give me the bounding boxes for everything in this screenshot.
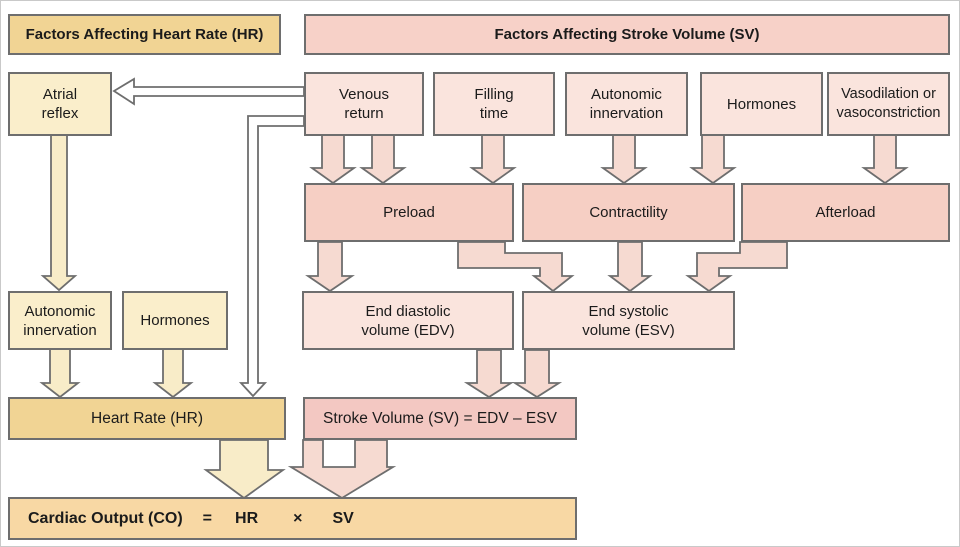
node-atrial-reflex: Atrial reflex (8, 72, 112, 136)
equation-cardiac-output-label: Cardiac Output (CO) (28, 510, 183, 527)
node-contractility: Contractility (522, 183, 735, 242)
node-autonomic-innervation-sv: Autonomic innervation (565, 72, 688, 136)
arrow-venous-return-to-preload-2 (359, 134, 407, 185)
arrow-edv-to-stroke-volume (463, 349, 515, 399)
arrow-venous-return-to-heart-rate (238, 115, 305, 398)
arrow-hormones-to-contractility (689, 134, 737, 185)
node-heart-rate: Heart Rate (HR) (8, 397, 286, 440)
arrow-contractility-to-esv (607, 241, 653, 293)
arrow-autonomic-innervation-to-contractility (600, 134, 648, 185)
arrow-venous-return-to-preload-1 (309, 134, 357, 185)
node-preload: Preload (304, 183, 514, 242)
header-factors-affecting-stroke-volume: Factors Affecting Stroke Volume (SV) (304, 14, 950, 55)
arrow-esv-to-stroke-volume (511, 349, 563, 399)
node-hormones-sv: Hormones (700, 72, 823, 136)
node-autonomic-innervation-hr: Autonomic innervation (8, 291, 112, 350)
node-venous-return: Venous return (304, 72, 424, 136)
arrow-heart-rate-to-cardiac-output (203, 439, 286, 500)
arrow-preload-to-esv (457, 241, 575, 293)
node-stroke-volume: Stroke Volume (SV) = EDV – ESV (303, 397, 577, 440)
arrow-afterload-to-esv (685, 241, 788, 293)
equation-multiply-sign: × (293, 510, 303, 527)
node-filling-time: Filling time (433, 72, 555, 136)
node-hormones-hr: Hormones (122, 291, 228, 350)
node-end-systolic-volume: End systolic volume (ESV) (522, 291, 735, 350)
equation-hr-term: HR (235, 510, 259, 527)
node-end-diastolic-volume: End diastolic volume (EDV) (302, 291, 514, 350)
equation-equals-sign: = (202, 510, 213, 527)
arrow-filling-time-to-preload (469, 134, 517, 185)
arrow-hormones-to-heart-rate (152, 348, 194, 399)
header-factors-affecting-heart-rate: Factors Affecting Heart Rate (HR) (8, 14, 281, 55)
arrow-stroke-volume-to-cardiac-output (287, 439, 397, 500)
node-cardiac-output-equation: Cardiac Output (CO) = HR × SV (8, 497, 577, 540)
arrow-atrial-reflex-to-autonomic-innervation (40, 134, 78, 292)
arrow-venous-return-to-atrial-reflex (112, 77, 305, 106)
arrow-autonomic-innervation-to-heart-rate (39, 348, 81, 399)
node-vasodilation-or-vasoconstriction: Vasodilation or vasoconstriction (827, 72, 950, 136)
node-afterload: Afterload (741, 183, 950, 242)
equation-sv-term: SV (332, 510, 354, 527)
arrow-vasodilation-to-afterload (861, 134, 909, 185)
arrow-preload-to-edv (305, 241, 355, 293)
